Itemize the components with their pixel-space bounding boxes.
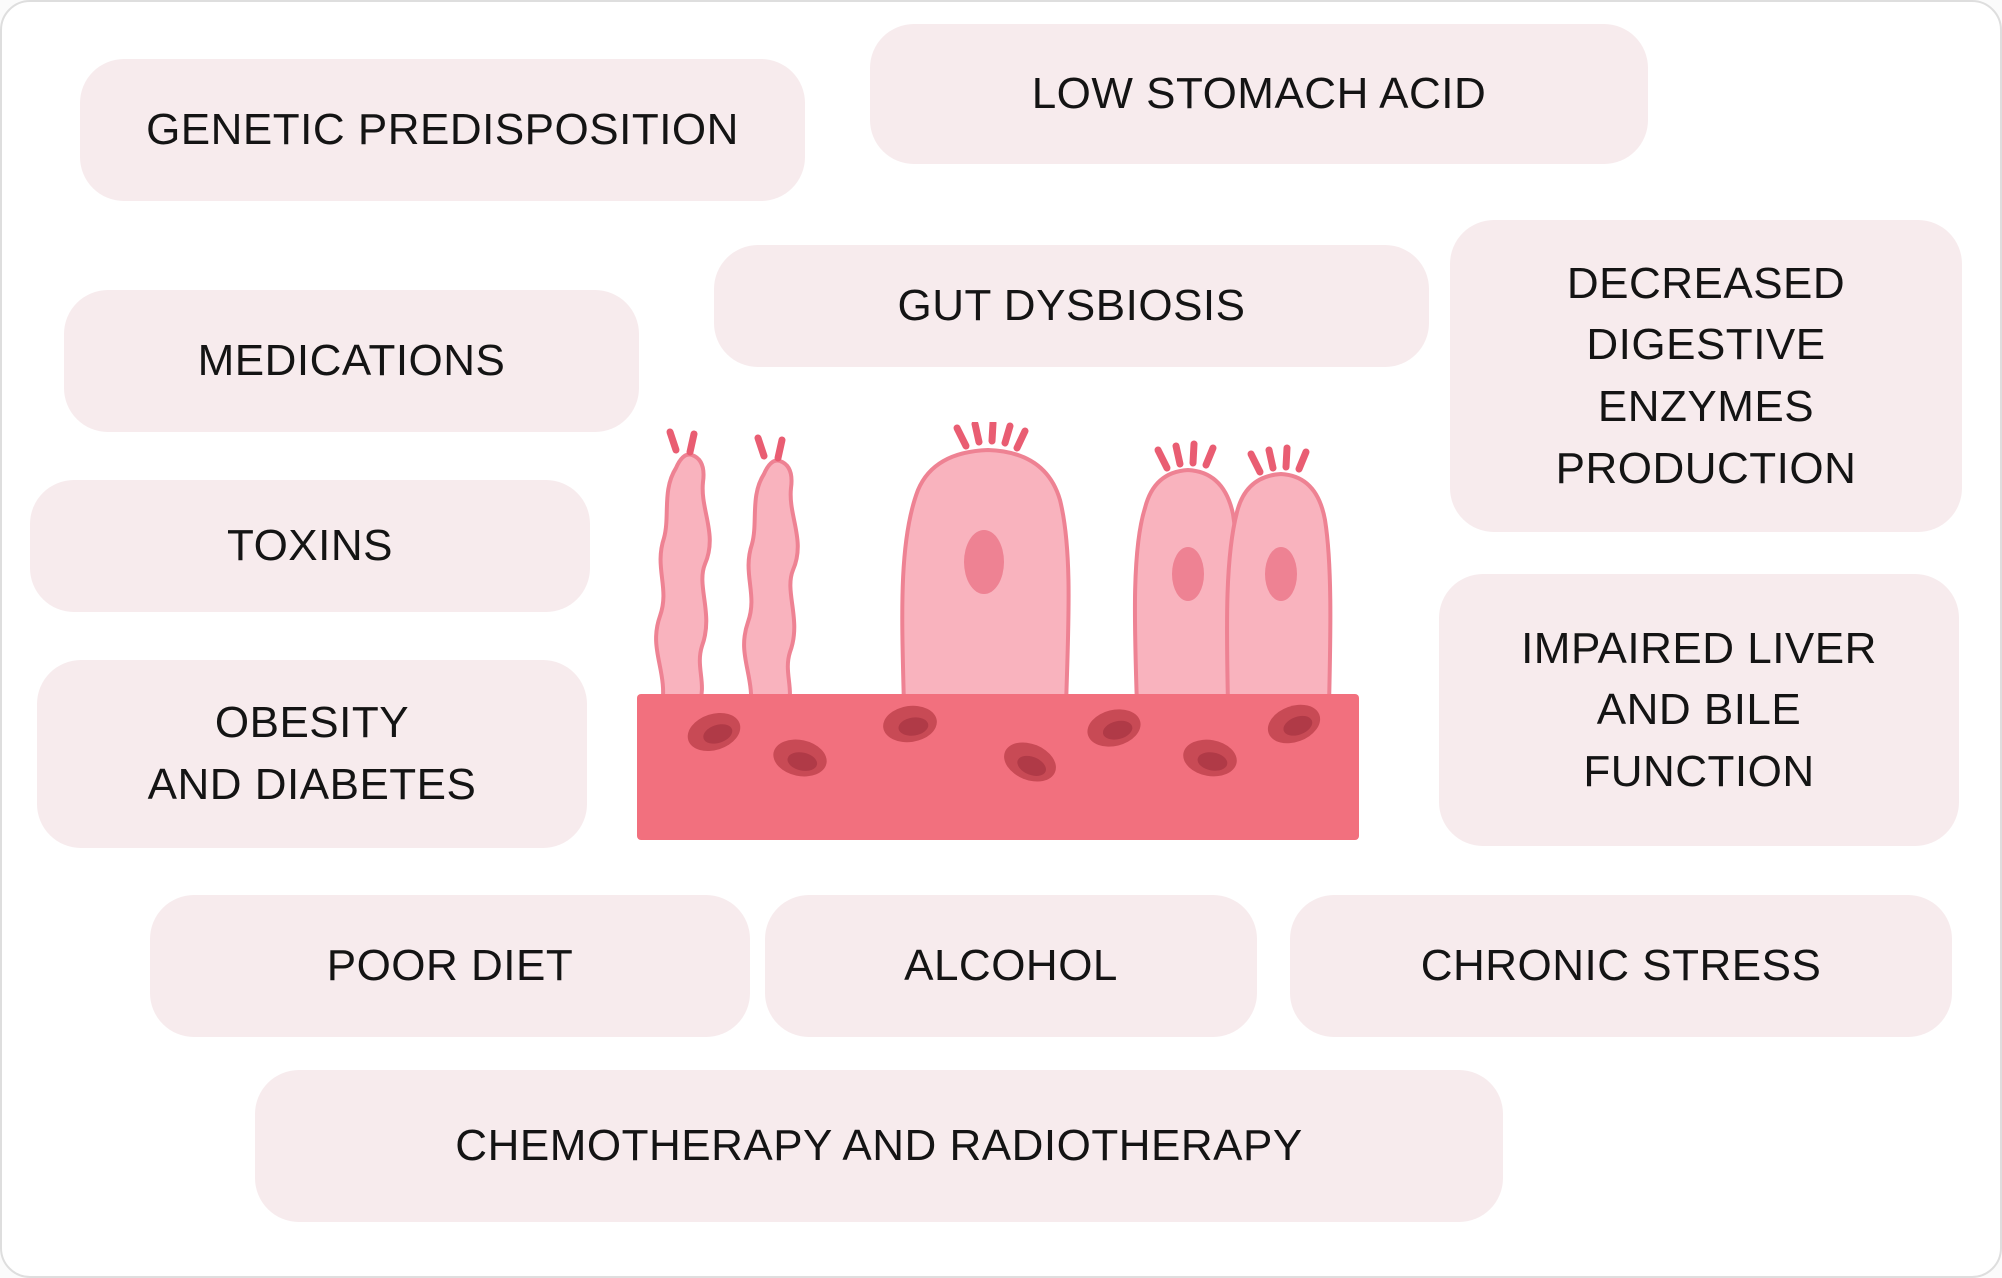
- cause-label: TOXINS: [226, 521, 393, 571]
- cilia: [686, 430, 698, 456]
- villus-nucleus: [964, 530, 1004, 594]
- mucosa-base: [637, 694, 1359, 840]
- cause-label: GUT DYSBIOSIS: [897, 281, 1246, 331]
- cause-label: ALCOHOL: [904, 941, 1118, 991]
- villus: [654, 452, 712, 709]
- blood-cell: [1087, 709, 1141, 747]
- cause-label: IMPAIRED LIVER AND BILE FUNCTION: [1521, 623, 1877, 796]
- cilia: [1202, 444, 1217, 469]
- cilia: [971, 420, 983, 446]
- cause-box-chronic-stress: CHRONIC STRESS: [1290, 895, 1952, 1037]
- blood-cell: [883, 705, 937, 743]
- blood-cells-group: [687, 704, 1321, 782]
- villus: [742, 458, 800, 715]
- cilia: [1154, 446, 1171, 472]
- cilia: [774, 436, 786, 462]
- cilia: [1247, 450, 1264, 476]
- blood-cell: [1004, 742, 1056, 782]
- villus-nuclei-group: [964, 530, 1297, 601]
- cause-box-chemotherapy-and-radiotherapy: CHEMOTHERAPY AND RADIOTHERAPY: [255, 1070, 1503, 1222]
- cilia: [1001, 422, 1014, 447]
- villus-nucleus: [1172, 547, 1204, 601]
- cilia: [1172, 442, 1184, 468]
- blood-cell: [687, 712, 741, 752]
- cause-label: OBESITY AND DIABETES: [147, 698, 477, 809]
- cause-box-gut-dysbiosis: GUT DYSBIOSIS: [714, 245, 1429, 367]
- blood-cell: [1267, 704, 1321, 744]
- villi-illustration-svg: [637, 419, 1359, 840]
- cause-box-low-stomach-acid: LOW STOMACH ACID: [870, 24, 1648, 164]
- cause-box-poor-diet: POOR DIET: [150, 895, 750, 1037]
- cause-box-alcohol: ALCOHOL: [765, 895, 1257, 1037]
- cause-box-decreased-digestive-enzymes-production: DECREASED DIGESTIVE ENZYMES PRODUCTION: [1450, 220, 1962, 532]
- cilia: [1295, 448, 1310, 473]
- cilia: [1189, 440, 1198, 467]
- blood-cell: [773, 739, 827, 777]
- blood-cell: [1183, 739, 1237, 777]
- cause-box-genetic-predisposition: GENETIC PREDISPOSITION: [80, 59, 805, 201]
- cause-label: CHEMOTHERAPY AND RADIOTHERAPY: [455, 1121, 1303, 1171]
- villus-nucleus: [1265, 547, 1297, 601]
- cilia: [953, 424, 970, 450]
- cilia: [1013, 427, 1029, 452]
- cilia: [666, 428, 680, 454]
- cause-label: GENETIC PREDISPOSITION: [146, 105, 739, 155]
- cause-box-impaired-liver-and-bile-function: IMPAIRED LIVER AND BILE FUNCTION: [1439, 574, 1959, 846]
- damaged-intestinal-villi-illustration: [632, 419, 1367, 847]
- cilia: [754, 434, 768, 460]
- cause-label: MEDICATIONS: [197, 336, 506, 386]
- cause-label: DECREASED DIGESTIVE ENZYMES PRODUCTION: [1555, 258, 1857, 493]
- cilia: [988, 419, 997, 445]
- cilia: [1265, 446, 1277, 472]
- cause-label: LOW STOMACH ACID: [1031, 69, 1487, 119]
- cause-label: CHRONIC STRESS: [1420, 941, 1822, 991]
- cause-box-medications: MEDICATIONS: [64, 290, 639, 432]
- cause-box-obesity-and-diabetes: OBESITY AND DIABETES: [37, 660, 587, 848]
- cilia: [1282, 444, 1291, 471]
- cause-label: POOR DIET: [326, 941, 574, 991]
- cause-box-toxins: TOXINS: [30, 480, 590, 612]
- cilia-group: [666, 419, 1310, 476]
